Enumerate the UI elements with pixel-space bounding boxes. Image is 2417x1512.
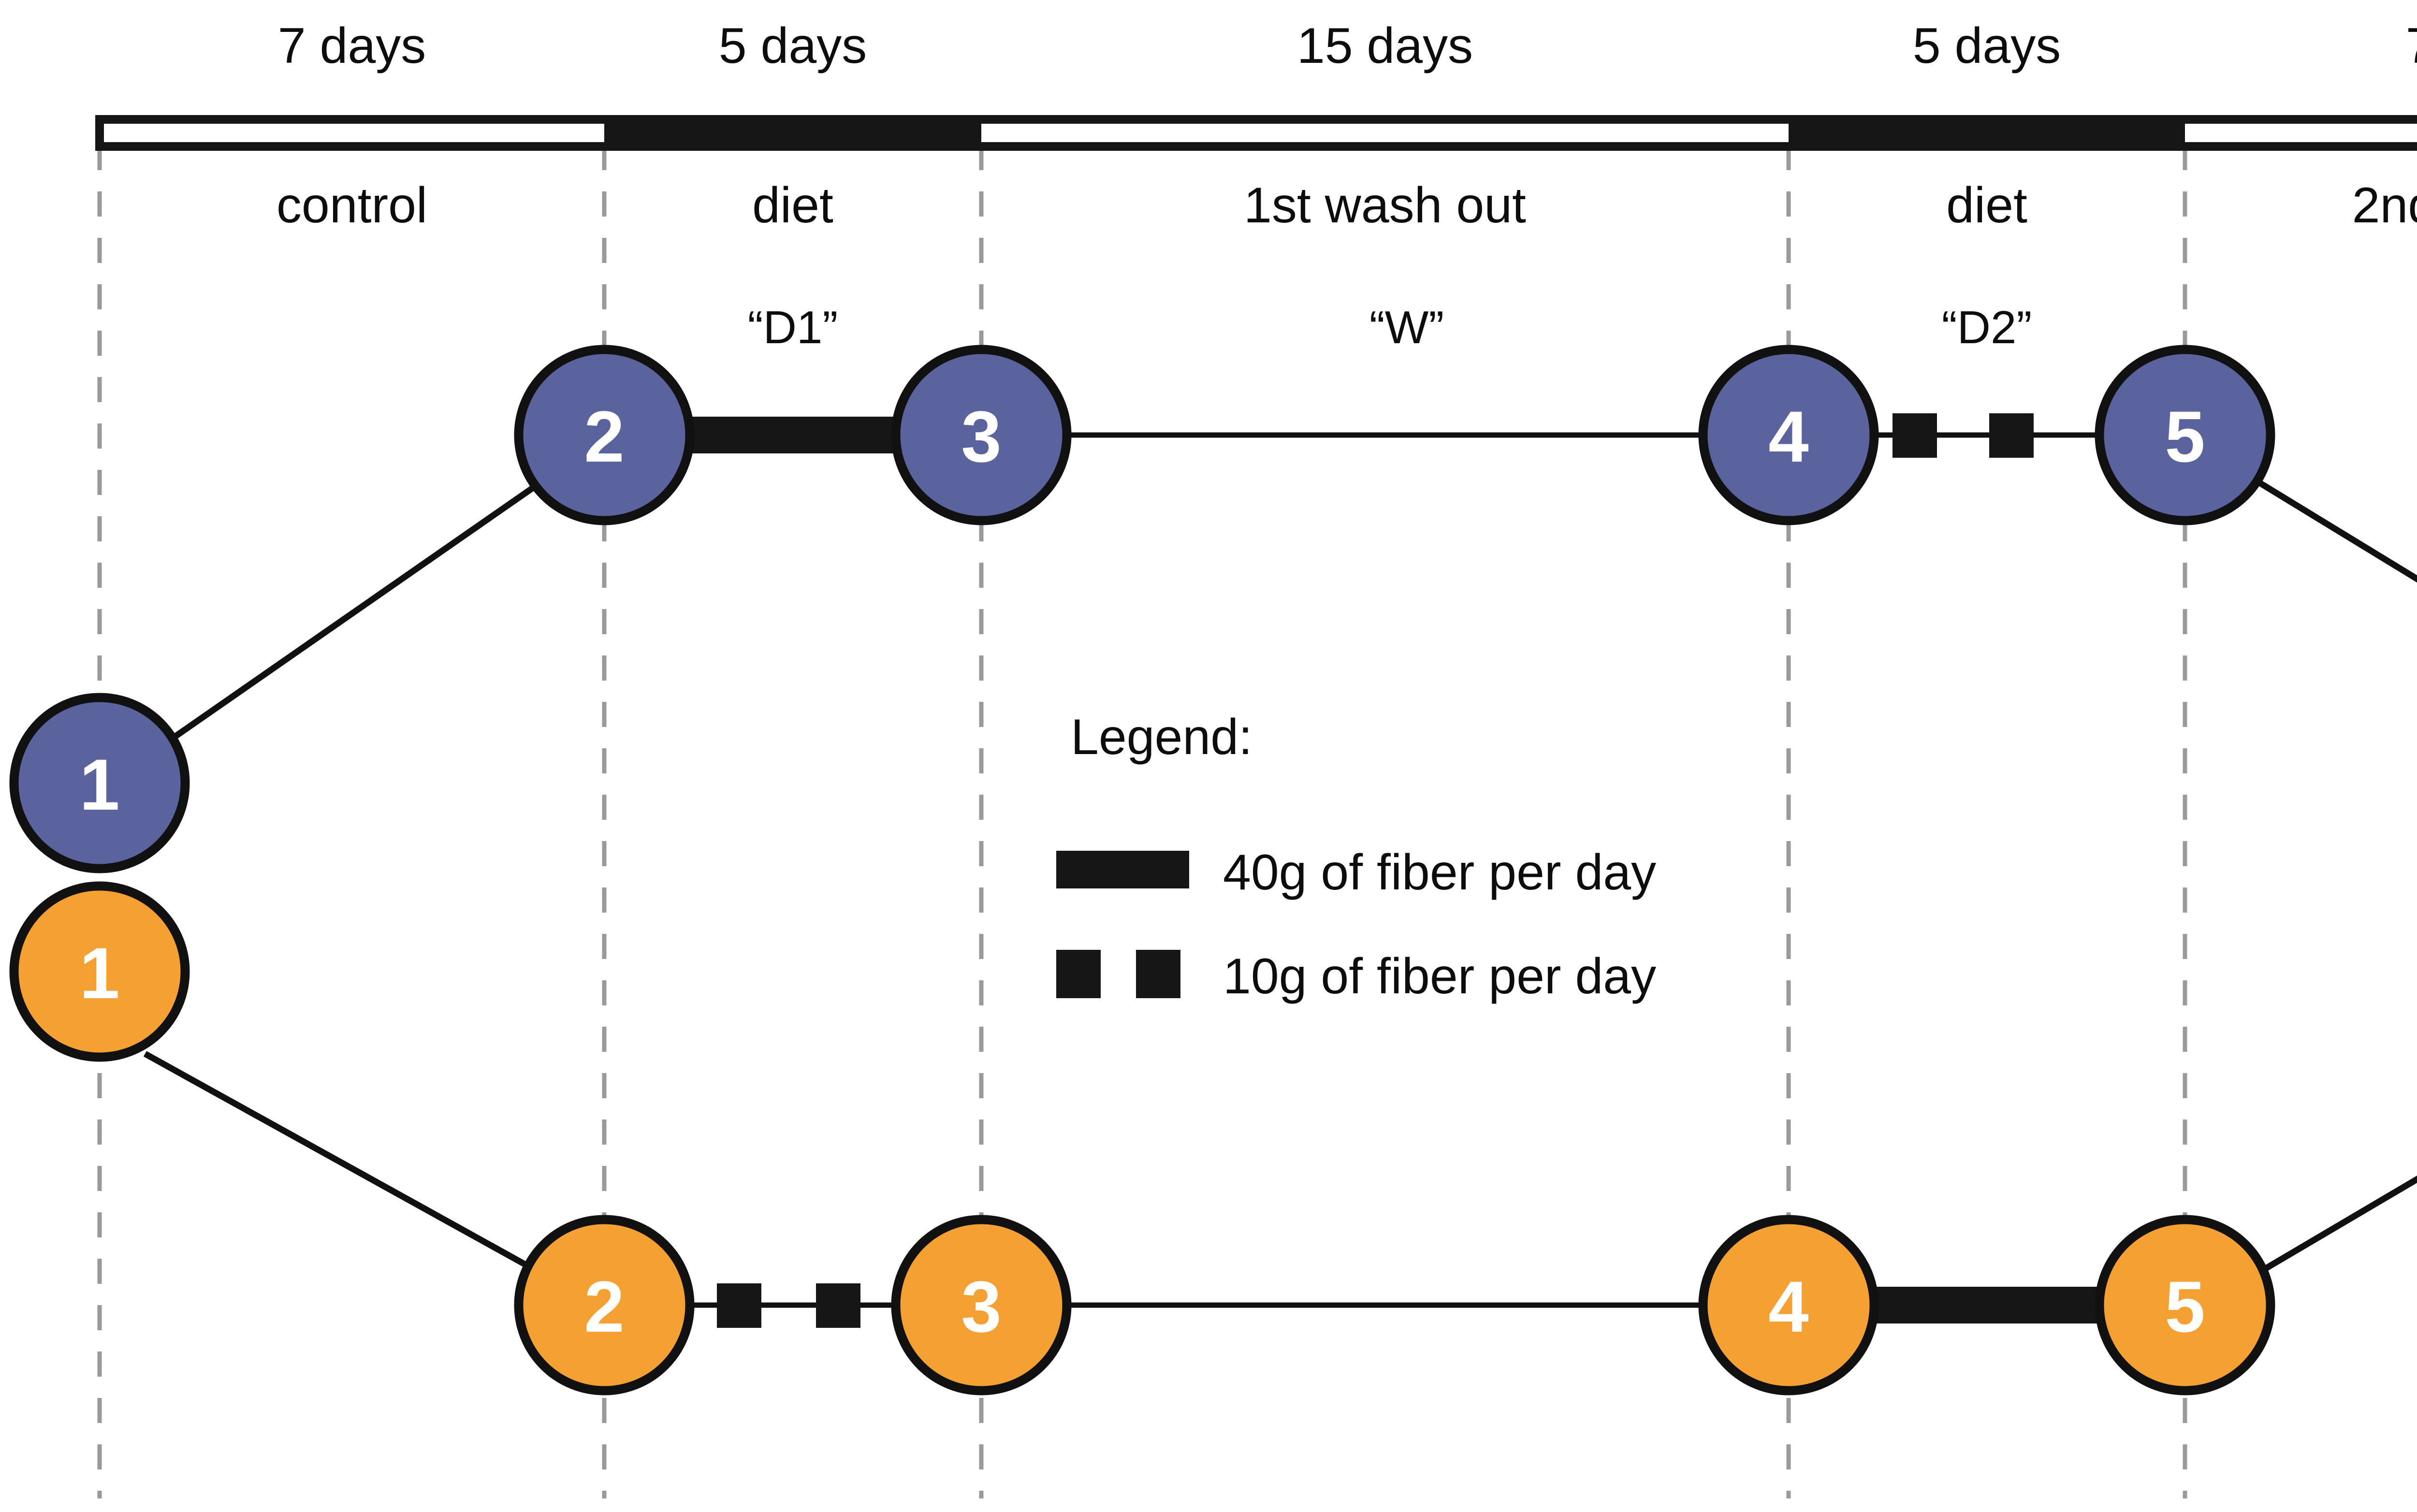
orange-node-1-circle[interactable] bbox=[9, 881, 190, 1062]
orange-node-2[interactable]: 2 bbox=[514, 1215, 695, 1396]
blue-link-2-3-thick bbox=[662, 417, 923, 453]
blue-node-4[interactable]: 4 bbox=[1698, 345, 1879, 525]
orange-link-5-6 bbox=[2251, 1176, 2417, 1279]
legend-swatch-solid-bar-icon bbox=[1056, 851, 1189, 888]
orange-node-4[interactable]: 4 bbox=[1698, 1215, 1879, 1396]
blue-arm-nodes[interactable]: 1 2 3 4 5 6 bbox=[9, 345, 2417, 873]
blue-node-1-label: 1 bbox=[79, 744, 119, 825]
orange-node-3-label: 3 bbox=[961, 1266, 1001, 1347]
phase-code-labels: “D1” “W” “D2” bbox=[748, 302, 2032, 353]
phase-labels: control diet 1st wash out diet 2nd wash … bbox=[277, 177, 2417, 233]
legend-label-10g: 10g of fiber per day bbox=[1223, 948, 1656, 1004]
blue-node-3-label: 3 bbox=[961, 396, 1001, 477]
legend-swatch-dashed-bar-icon-a bbox=[1056, 950, 1101, 998]
legend: Legend: 40g of fiber per day 10g of fibe… bbox=[1056, 709, 1656, 1004]
orange-link-4-5-thick bbox=[1847, 1287, 2127, 1323]
orange-node-4-circle[interactable] bbox=[1698, 1215, 1879, 1396]
duration-label-1: 5 days bbox=[719, 18, 867, 74]
blue-node-5-circle[interactable] bbox=[2095, 345, 2275, 525]
phase-label-2: 1st wash out bbox=[1244, 177, 1526, 233]
phase-label-4: 2nd wash out bbox=[2352, 177, 2417, 233]
duration-label-0: 7 days bbox=[278, 18, 426, 74]
orange-node-3-circle[interactable] bbox=[891, 1215, 1072, 1396]
orange-node-1[interactable]: 1 bbox=[9, 881, 190, 1062]
orange-link-2-3-dash-a bbox=[717, 1283, 761, 1328]
blue-node-5[interactable]: 5 bbox=[2095, 345, 2275, 525]
blue-node-4-label: 4 bbox=[1768, 396, 1808, 477]
duration-label-2: 15 days bbox=[1297, 18, 1473, 74]
blue-node-2-circle[interactable] bbox=[514, 345, 695, 525]
orange-node-4-label: 4 bbox=[1768, 1266, 1808, 1347]
duration-label-4: 7 days bbox=[2406, 18, 2417, 74]
blue-node-2-label: 2 bbox=[584, 396, 624, 477]
orange-link-1-2 bbox=[143, 1051, 548, 1279]
timeline-segment-diet-1 bbox=[604, 116, 981, 150]
orange-link-2-3-dash-b bbox=[816, 1283, 860, 1328]
blue-link-4-5-dash-b bbox=[1989, 413, 2034, 458]
blue-node-3[interactable]: 3 bbox=[891, 345, 1072, 525]
blue-node-4-circle[interactable] bbox=[1698, 345, 1879, 525]
orange-node-3[interactable]: 3 bbox=[891, 1215, 1072, 1396]
orange-node-5-label: 5 bbox=[2165, 1266, 2205, 1347]
legend-item-10g: 10g of fiber per day bbox=[1056, 948, 1656, 1004]
blue-node-5-label: 5 bbox=[2165, 396, 2205, 477]
blue-node-1[interactable]: 1 bbox=[9, 693, 190, 873]
orange-node-2-circle[interactable] bbox=[514, 1215, 695, 1396]
phase-code-label-1: “D1” bbox=[748, 302, 838, 353]
legend-item-40g: 40g of fiber per day bbox=[1056, 844, 1656, 901]
legend-swatch-dashed-bar-icon-b bbox=[1136, 950, 1180, 998]
blue-arm-connectors bbox=[148, 413, 2417, 757]
blue-link-1-2 bbox=[148, 476, 548, 757]
blue-node-2[interactable]: 2 bbox=[514, 345, 695, 525]
timeline-segment-diet-2 bbox=[1789, 116, 2185, 150]
phase-label-3: diet bbox=[1946, 177, 2027, 233]
blue-link-5-6 bbox=[2251, 476, 2417, 583]
orange-arm-nodes[interactable]: 1 2 3 4 5 6 bbox=[9, 881, 2417, 1396]
blue-link-4-5-dash-a bbox=[1893, 413, 1937, 458]
duration-label-3: 5 days bbox=[1913, 18, 2061, 74]
blue-node-3-circle[interactable] bbox=[891, 345, 1072, 525]
phase-code-label-2: “W” bbox=[1369, 302, 1444, 353]
orange-node-1-label: 1 bbox=[79, 932, 119, 1014]
phase-label-0: control bbox=[277, 177, 427, 233]
orange-arm-connectors bbox=[143, 1051, 2417, 1328]
timeline-bar bbox=[95, 115, 2417, 151]
phase-code-label-3: “D2” bbox=[1942, 302, 2032, 353]
blue-node-1-circle[interactable] bbox=[9, 693, 190, 873]
phase-label-1: diet bbox=[752, 177, 833, 233]
legend-title: Legend: bbox=[1071, 709, 1252, 765]
orange-node-5[interactable]: 5 bbox=[2095, 1215, 2275, 1396]
orange-node-2-label: 2 bbox=[584, 1266, 624, 1347]
orange-node-5-circle[interactable] bbox=[2095, 1215, 2275, 1396]
legend-label-40g: 40g of fiber per day bbox=[1223, 844, 1656, 901]
duration-labels: 7 days 5 days 15 days 5 days 7 days bbox=[278, 18, 2417, 74]
